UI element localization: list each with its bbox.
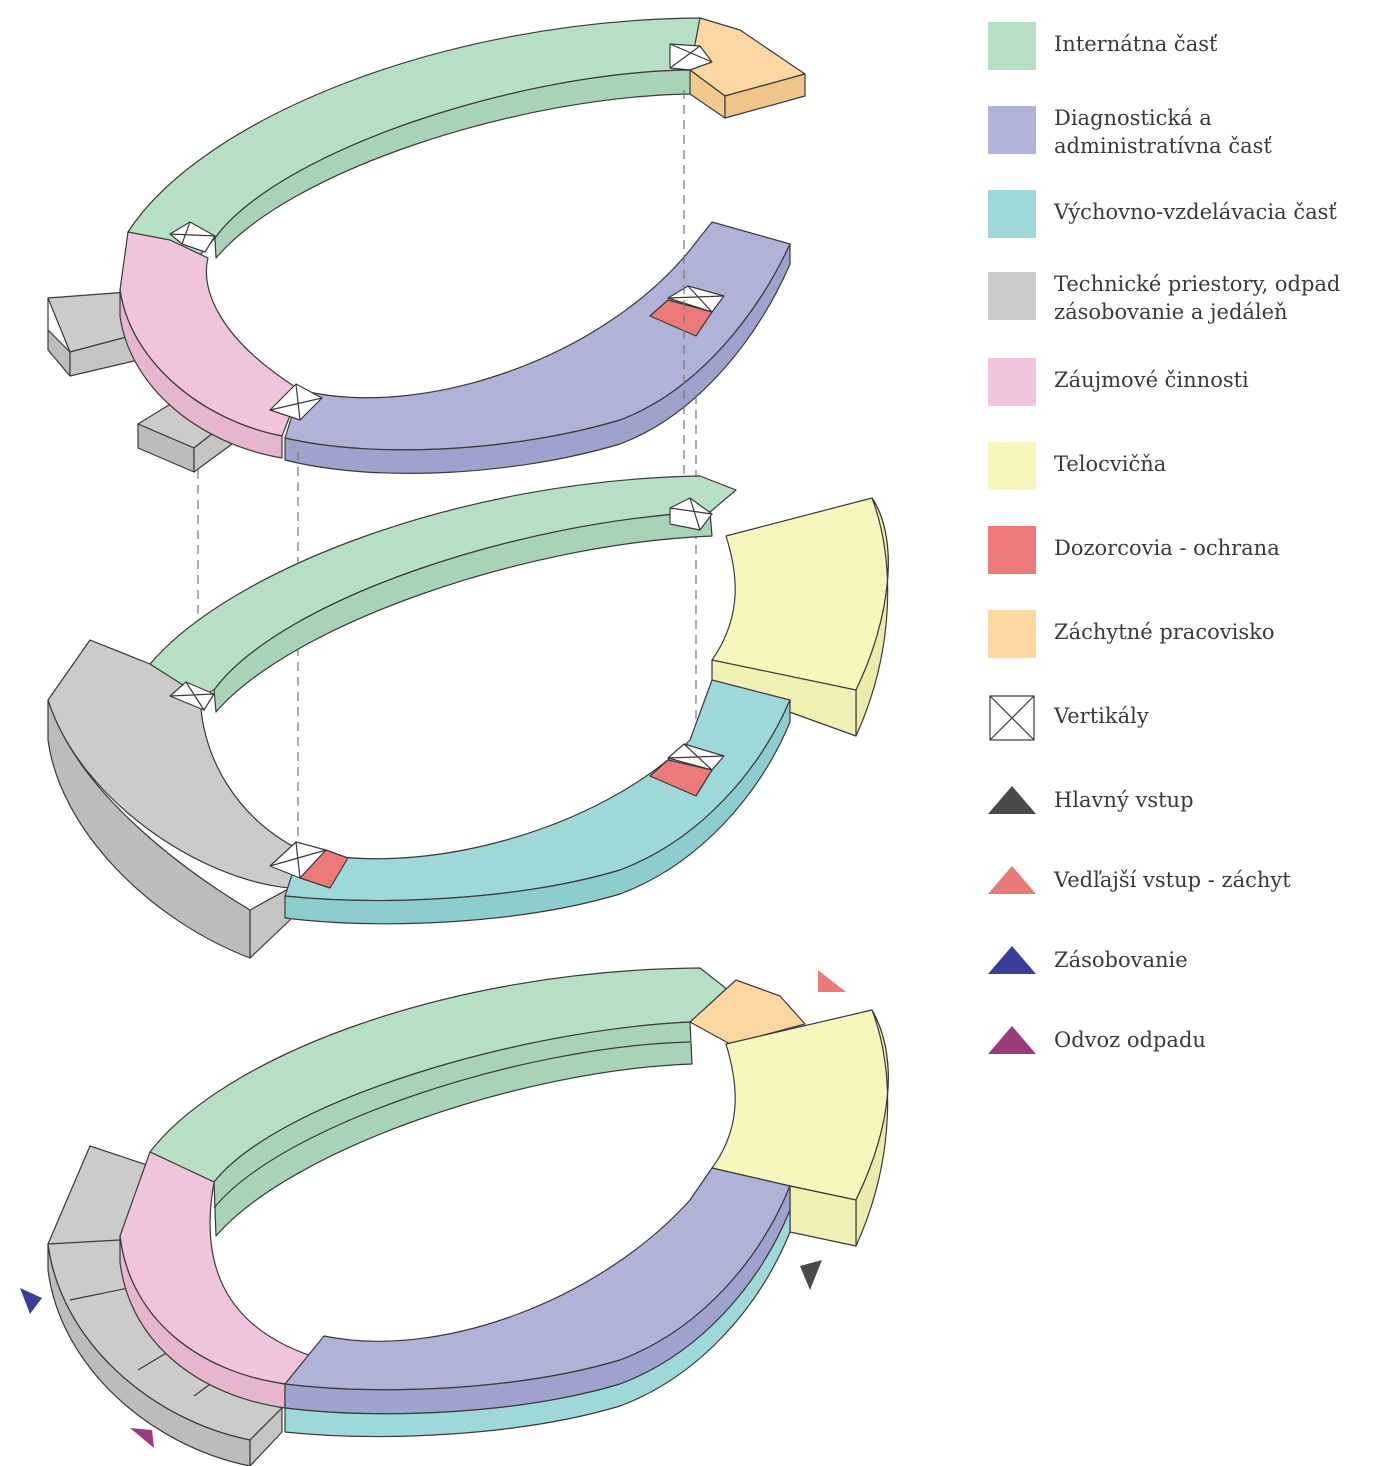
cross-box-icon xyxy=(269,383,323,421)
triangle-icon xyxy=(988,786,1036,814)
triangle-icon xyxy=(988,866,1036,894)
legend-label: Zásobovanie xyxy=(1054,948,1188,972)
triangle-icon xyxy=(130,1428,154,1448)
floor-middle xyxy=(47,475,889,959)
legend-swatch-technicke xyxy=(988,272,1036,320)
cross-box-icon xyxy=(669,43,713,71)
triangle-icon xyxy=(20,1288,42,1314)
floor-bottom xyxy=(20,967,889,1466)
legend-label: Diagnostická a administratívna časť xyxy=(1054,106,1272,158)
legend-label: Telocvičňa xyxy=(1054,452,1167,476)
dozorcovia-middle-left xyxy=(299,849,349,889)
legend-swatch-zaujmove xyxy=(988,358,1036,406)
legend-label: Internátna časť xyxy=(1054,32,1218,56)
cross-box-icon xyxy=(669,497,713,531)
legend-label: Výchovno-vzdelávacia časť xyxy=(1054,200,1337,224)
legend-label: Záchytné pracovisko xyxy=(1054,620,1275,644)
legend-label: Vertikály xyxy=(1054,704,1149,728)
legend-label: Hlavný vstup xyxy=(1054,788,1194,812)
legend-label: Záujmové činnosti xyxy=(1054,368,1249,392)
triangle-icon xyxy=(988,1026,1036,1054)
legend-label: Technické priestory, odpad zásobovanie a… xyxy=(1054,272,1341,324)
legend-label: Dozorcovia - ochrana xyxy=(1054,536,1280,560)
cross-box-icon xyxy=(667,743,725,771)
legend-swatch-internatna xyxy=(988,22,1036,70)
legend-label: Odvoz odpadu xyxy=(1054,1028,1206,1052)
zone-vychovno-middle xyxy=(284,679,791,902)
dozorcovia-middle-right xyxy=(649,759,713,797)
legend-swatch-dozorcovia xyxy=(988,526,1036,574)
triangle-icon xyxy=(988,946,1036,974)
cross-box-icon xyxy=(169,681,215,711)
legend-label: Vedľajší vstup - záchyt xyxy=(1054,868,1291,892)
triangle-icon xyxy=(800,1260,822,1290)
legend-swatch-zachytne xyxy=(988,610,1036,658)
dozorcovia-top xyxy=(649,299,713,337)
floor-top xyxy=(47,17,806,474)
cross-box-icon xyxy=(169,221,216,253)
legend-swatch-vychovno xyxy=(988,190,1036,238)
zone-diagnosticka-bottom xyxy=(284,1167,791,1391)
triangle-icon xyxy=(818,970,846,992)
legend-swatch-telocvicna xyxy=(988,442,1036,490)
cross-box-icon xyxy=(989,695,1035,741)
legend-swatch-diagnosticka xyxy=(988,106,1036,154)
zone-zaujmove-top xyxy=(119,231,301,437)
zone-diagnosticka-top xyxy=(284,221,791,451)
cross-box-icon xyxy=(667,285,725,313)
